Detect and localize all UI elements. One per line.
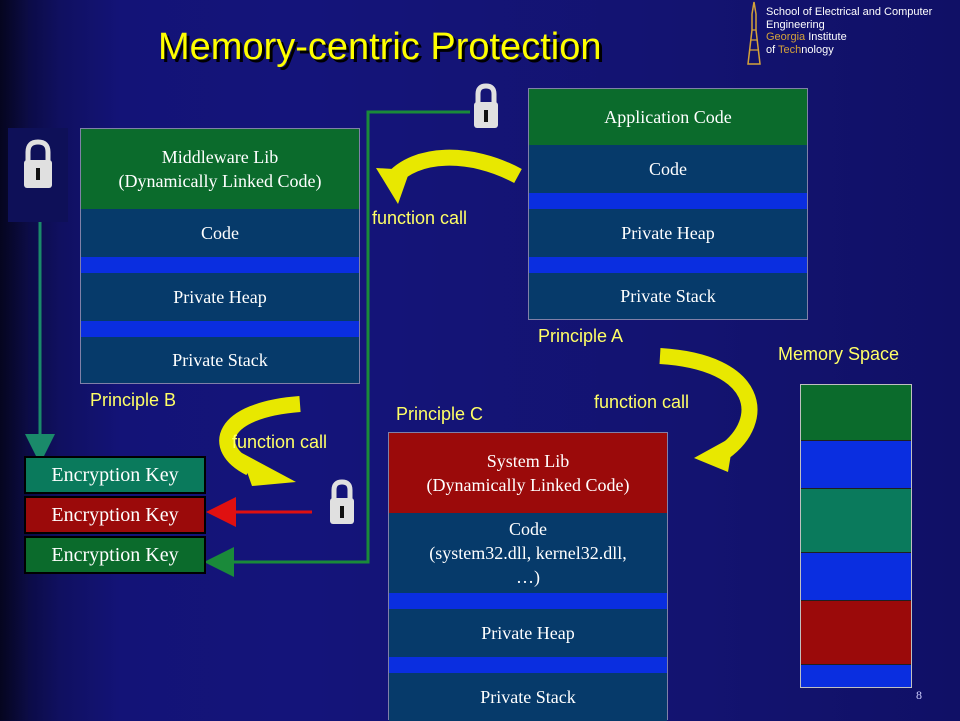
system-subtitle: (Dynamically Linked Code) xyxy=(426,475,630,495)
application-gap xyxy=(529,257,807,273)
system-block: System Lib (Dynamically Linked Code) Cod… xyxy=(388,432,668,721)
application-block: Application Code Code Private Heap Priva… xyxy=(528,88,808,320)
application-stack: Private Stack xyxy=(529,273,807,319)
logo-nology: nology xyxy=(801,43,834,56)
memory-region-teal xyxy=(801,489,911,553)
middleware-gap xyxy=(81,257,359,273)
memory-region-green xyxy=(801,385,911,441)
logo-institute: Institute xyxy=(805,31,847,43)
school-logo: School of Electrical and Computer Engine… xyxy=(742,0,952,66)
system-gap xyxy=(389,657,667,673)
principle-a-label: Principle A xyxy=(538,326,624,346)
lock-icon xyxy=(330,479,354,524)
encryption-key-stack: Encryption Key Encryption Key Encryption… xyxy=(24,456,206,576)
application-header: Application Code xyxy=(529,89,807,145)
logo-tech: Tech xyxy=(778,43,802,56)
lock-icon xyxy=(8,128,68,222)
application-code: Code xyxy=(529,145,807,193)
middleware-heap: Private Heap xyxy=(81,273,359,321)
function-call-label-top: function call xyxy=(372,208,468,228)
middleware-title: Middleware Lib xyxy=(161,147,279,167)
application-heap: Private Heap xyxy=(529,209,807,257)
memory-region-blue xyxy=(801,553,911,601)
encryption-key-red: Encryption Key xyxy=(24,496,206,534)
system-code-line-3: …) xyxy=(516,567,540,587)
middleware-subtitle: (Dynamically Linked Code) xyxy=(118,171,322,191)
logo-of: of xyxy=(766,43,779,56)
memory-region-blue xyxy=(801,665,911,687)
logo-line-1: School of Electrical and Computer xyxy=(766,6,933,18)
memory-region-blue xyxy=(801,441,911,489)
system-stack: Private Stack xyxy=(389,673,667,721)
logo-text: School of Electrical and Computer Engine… xyxy=(766,6,932,56)
system-code-line-1: Code xyxy=(509,519,547,539)
system-header: System Lib (Dynamically Linked Code) xyxy=(389,433,667,513)
curved-arrow-left xyxy=(219,396,301,486)
application-gap xyxy=(529,193,807,209)
logo-georgia: Georgia xyxy=(766,31,806,43)
system-code-line-2: (system32.dll, kernel32.dll, xyxy=(429,543,627,563)
left-stripe xyxy=(0,0,28,720)
slide-title: Memory-centric Protection xyxy=(158,26,602,68)
function-call-label-right: function call xyxy=(594,392,690,412)
middleware-gap xyxy=(81,321,359,337)
system-title: System Lib xyxy=(486,451,570,471)
curved-arrow-top xyxy=(376,149,522,204)
system-code: Code (system32.dll, kernel32.dll, …) xyxy=(389,513,667,593)
encryption-key-teal: Encryption Key xyxy=(24,456,206,494)
function-call-label-left: function call xyxy=(232,432,328,452)
middleware-header: Middleware Lib (Dynamically Linked Code) xyxy=(81,129,359,209)
tower-icon xyxy=(747,1,761,65)
middleware-code: Code xyxy=(81,209,359,257)
memory-region-red xyxy=(801,601,911,665)
encryption-key-green: Encryption Key xyxy=(24,536,206,574)
memory-space xyxy=(800,384,912,688)
logo-line-4: of Technology xyxy=(766,44,932,57)
green-connector xyxy=(204,110,470,577)
middleware-stack: Private Stack xyxy=(81,337,359,383)
system-gap xyxy=(389,593,667,609)
page-number: 8 xyxy=(916,688,922,702)
middleware-block: Middleware Lib (Dynamically Linked Code)… xyxy=(80,128,360,384)
curved-arrow-right xyxy=(659,348,758,472)
logo-line-2: Engineering xyxy=(766,18,825,31)
principle-b-label: Principle B xyxy=(90,390,177,410)
logo-line-3: Georgia Institute xyxy=(766,31,932,44)
lock-icon xyxy=(474,83,498,128)
memory-space-label: Memory Space xyxy=(778,344,900,364)
system-heap: Private Heap xyxy=(389,609,667,657)
principle-c-label: Principle C xyxy=(396,404,484,424)
